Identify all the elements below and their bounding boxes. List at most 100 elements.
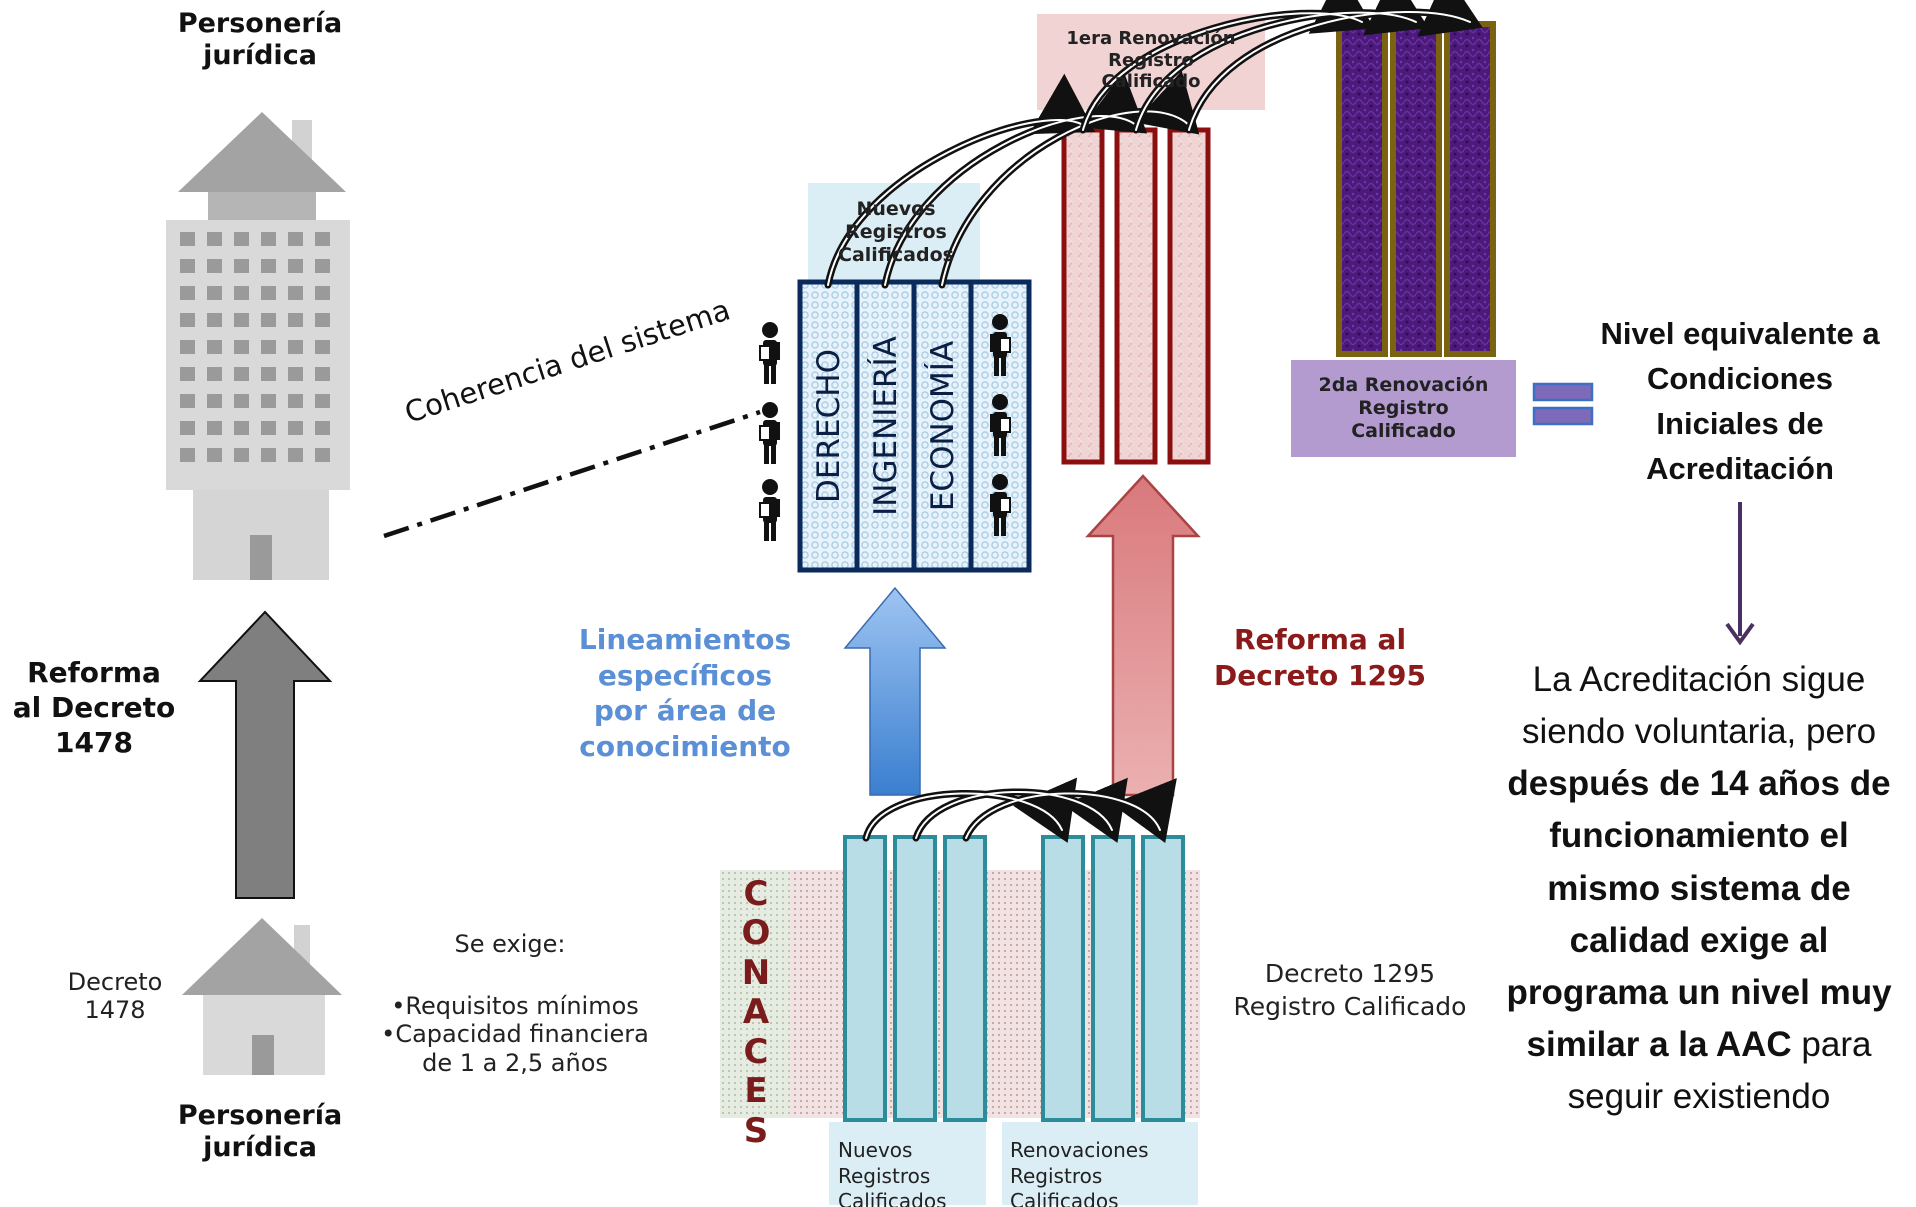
tower-window [315,394,330,408]
person-icon [759,322,780,384]
coherence-line [383,409,761,539]
tower-window [288,313,303,327]
reform-1295-label: Reforma al Decreto 1295 [1214,623,1426,692]
tower-window [315,340,330,354]
tower-window [207,340,222,354]
conclusion-text: La Acreditación sigue siendo voluntaria,… [1482,654,1916,1123]
person-icon [990,474,1011,536]
tower-window [315,313,330,327]
tower-window [207,421,222,435]
tower-window [315,448,330,462]
tower-window [207,394,222,408]
top-title: Personería jurídica [177,8,343,71]
program-economia: ECONOMÍA [925,340,962,512]
program-derecho: DERECHO [811,349,848,503]
bottom-left-caption: Nuevos Registros Calificados [838,1138,947,1207]
conclusion-tail: para [1791,1024,1872,1064]
lineamientos-arrow [843,586,947,796]
tower-window [261,313,276,327]
second-renewal-box [1291,360,1516,457]
purple-columns [1336,21,1496,357]
tower-window [207,259,222,273]
tower-window [288,340,303,354]
bottom-left-caption-box [829,1122,986,1205]
person-icon [759,402,780,464]
tower-window [180,394,195,408]
tower-window [180,367,195,381]
conclusion-intro: La Acreditación sigue siendo voluntaria,… [1521,660,1877,752]
tower-window [261,421,276,435]
conaces-band-left [720,870,790,1118]
tower-window [261,232,276,246]
tower-window [288,286,303,300]
down-arrow [1725,502,1755,646]
tower-window [315,232,330,246]
equivalent-label: Nivel equivalente a Condiciones Iniciale… [1600,316,1880,486]
conclusion-end: seguir existiendo [1567,1077,1831,1117]
tower-window [315,421,330,435]
lineamientos-label: Lineamientos específicos por área de con… [578,623,792,763]
tower-window [180,313,195,327]
tower-window [288,394,303,408]
house-icon [182,918,342,1075]
requirements-list: •Requisitos mínimos •Capacidad financier… [381,992,649,1077]
tower-window [261,394,276,408]
tower-window [315,259,330,273]
bottom-right-caption-box [1002,1122,1198,1205]
tower-window [234,232,249,246]
tower-window [234,394,249,408]
tower-window [180,286,195,300]
program-columns [797,279,1032,573]
tower-window [315,367,330,381]
tower-window [180,340,195,354]
person-icon [759,479,780,541]
tower-window [261,259,276,273]
nuevos-registros-top-box [808,183,980,287]
tower-window [288,232,303,246]
tower-window [234,340,249,354]
person-icon [990,314,1011,376]
tower-window [207,286,222,300]
tower-window [261,367,276,381]
tower-window [315,286,330,300]
tower-window [261,286,276,300]
program-ingenieria: INGENIERÍA [868,336,904,516]
tower-window [261,340,276,354]
tower-window [234,421,249,435]
bottom-title: Personería jurídica [177,1100,343,1163]
tower-window [234,286,249,300]
conclusion-emphasis: después de 14 años de funcionamiento el … [1506,764,1892,1064]
second-renewal-label: 2da Renovación Registro Calificado [1318,374,1489,442]
decree-1295-label: Decreto 1295 Registro Calificado [1233,959,1467,1021]
equals-icon [1532,382,1594,426]
requirements-heading: Se exige: [454,930,566,958]
reform-1478-arrow [197,610,333,899]
tower-window [207,367,222,381]
tower-window [207,313,222,327]
tower-window [234,259,249,273]
conaces-label: C O N A C E S [741,874,771,1151]
tower-window [234,367,249,381]
person-icon [990,394,1011,456]
bottom-right-caption: Renovaciones Registros Calificados [1010,1138,1149,1207]
tower-window [288,367,303,381]
tower-window [180,259,195,273]
reform-1295-arrow [1085,474,1201,797]
decree-1478-label: Decreto 1478 [67,968,163,1025]
tower-window [207,232,222,246]
tower-window [180,232,195,246]
nuevos-registros-top-label: Nuevos Registros Calificados [838,198,954,266]
tower-window [234,448,249,462]
office-building-icon [166,112,350,580]
tower-window [288,259,303,273]
tower-window [234,313,249,327]
first-renewal-label: 1era Renovación Registro Calificado [1066,28,1236,93]
tower-window [180,448,195,462]
tower-window [288,448,303,462]
reform-1478-label: Reforma al Decreto 1478 [12,656,176,759]
tower-window [288,421,303,435]
red-columns [1061,127,1211,465]
tower-window [207,448,222,462]
